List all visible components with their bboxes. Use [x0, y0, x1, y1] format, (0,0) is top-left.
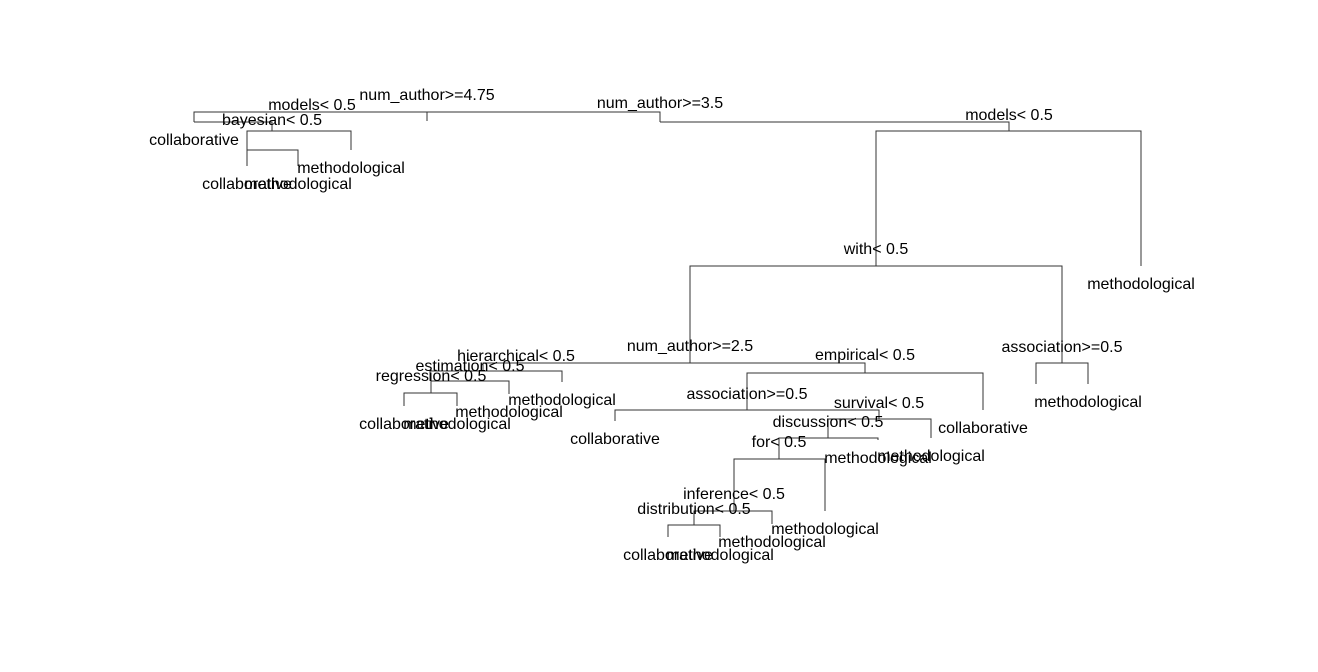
leaf-label-methodological: methodological: [403, 416, 511, 433]
tree-branch: [614, 409, 880, 421]
tree-branch: [429, 370, 563, 382]
leaf-label-methodological: methodological: [455, 404, 563, 421]
leaf-label-methodological: methodological: [877, 448, 985, 465]
tree-branch: [689, 265, 1063, 363]
leaf-label-collaborative: collaborative: [623, 547, 713, 564]
split-label-models-0-5: models< 0.5: [268, 97, 356, 114]
tree-branch: [246, 130, 352, 150]
tree-branch: [482, 362, 866, 373]
leaf-label-methodological: methodological: [718, 534, 826, 551]
split-label-estimation-0-5: estimation< 0.5: [416, 358, 525, 375]
split-label-models-0-5: models< 0.5: [965, 107, 1053, 124]
tree-branch: [660, 121, 1010, 131]
leaf-label-methodological: methodological: [508, 392, 616, 409]
leaf-label-methodological: methodological: [824, 450, 932, 467]
tree-branch: [194, 121, 273, 131]
split-label-inference-0-5: inference< 0.5: [683, 486, 785, 503]
tree-branch: [733, 458, 826, 511]
split-label-distribution-0-5: distribution< 0.5: [637, 501, 751, 518]
tree-branch: [246, 149, 299, 166]
split-label-association-0-5: association>=0.5: [687, 386, 808, 403]
tree-branch: [778, 437, 879, 459]
leaf-label-methodological: methodological: [771, 521, 879, 538]
leaf-label-collaborative: collaborative: [359, 416, 449, 433]
leaf-label-collaborative: collaborative: [938, 420, 1028, 437]
split-label-survival-0-5: survival< 0.5: [834, 395, 924, 412]
tree-branch: [193, 111, 661, 122]
tree-branch: [875, 130, 1142, 266]
tree-branch: [430, 380, 510, 394]
split-label-empirical-0-5: empirical< 0.5: [815, 347, 915, 364]
leaf-label-collaborative: collaborative: [202, 176, 292, 193]
leaf-label-collaborative: collaborative: [149, 132, 239, 149]
tree-branch: [746, 372, 984, 410]
leaf-label-methodological: methodological: [1034, 394, 1142, 411]
split-label-bayesian-0-5: bayesian< 0.5: [222, 112, 322, 129]
tree-branch: [693, 510, 773, 525]
tree-branch: [827, 418, 932, 438]
split-label-association-0-5: association>=0.5: [1002, 339, 1123, 356]
tree-branch: [403, 392, 458, 406]
tree-branch: [667, 524, 721, 537]
split-label-num-author-2-5: num_author>=2.5: [627, 338, 753, 355]
leaf-label-methodological: methodological: [244, 176, 352, 193]
split-label-regression-0-5: regression< 0.5: [376, 368, 487, 385]
split-label-num-author-3-5: num_author>=3.5: [597, 95, 723, 112]
split-label-for-0-5: for< 0.5: [752, 434, 807, 451]
leaf-label-collaborative: collaborative: [570, 431, 660, 448]
split-label-discussion-0-5: discussion< 0.5: [773, 414, 884, 431]
split-label-with-0-5: with< 0.5: [843, 241, 909, 258]
leaf-label-methodological: methodological: [1087, 276, 1195, 293]
leaf-label-methodological: methodological: [666, 547, 774, 564]
leaf-label-methodological: methodological: [297, 160, 405, 177]
split-label-num-author-4-75: num_author>=4.75: [359, 87, 494, 104]
tree-branch: [1035, 362, 1089, 384]
split-label-hierarchical-0-5: hierarchical< 0.5: [457, 348, 575, 365]
